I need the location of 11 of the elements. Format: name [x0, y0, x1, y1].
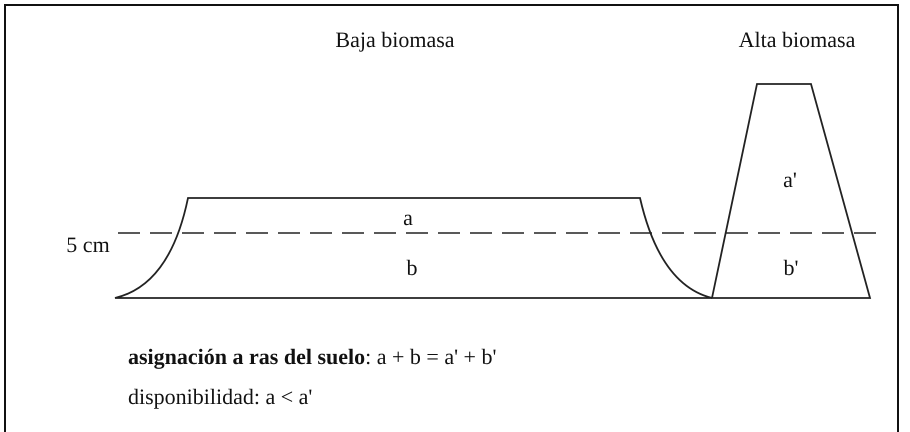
region-label: b' — [784, 255, 798, 281]
height-label: 5 cm — [66, 232, 110, 258]
biomass-profile-shape — [115, 198, 712, 298]
biomass-profile-shape — [712, 84, 870, 298]
equation-text: asignación a ras del suelo: a + b = a' + b' — [128, 344, 496, 370]
note-text: disponibilidad: a < a' — [128, 384, 312, 410]
region-label: b — [406, 255, 418, 281]
region-label: a — [403, 205, 413, 231]
panel-heading: Baja biomasa — [335, 27, 455, 53]
panel-heading: Alta biomasa — [738, 27, 856, 53]
region-label: a' — [783, 167, 797, 193]
